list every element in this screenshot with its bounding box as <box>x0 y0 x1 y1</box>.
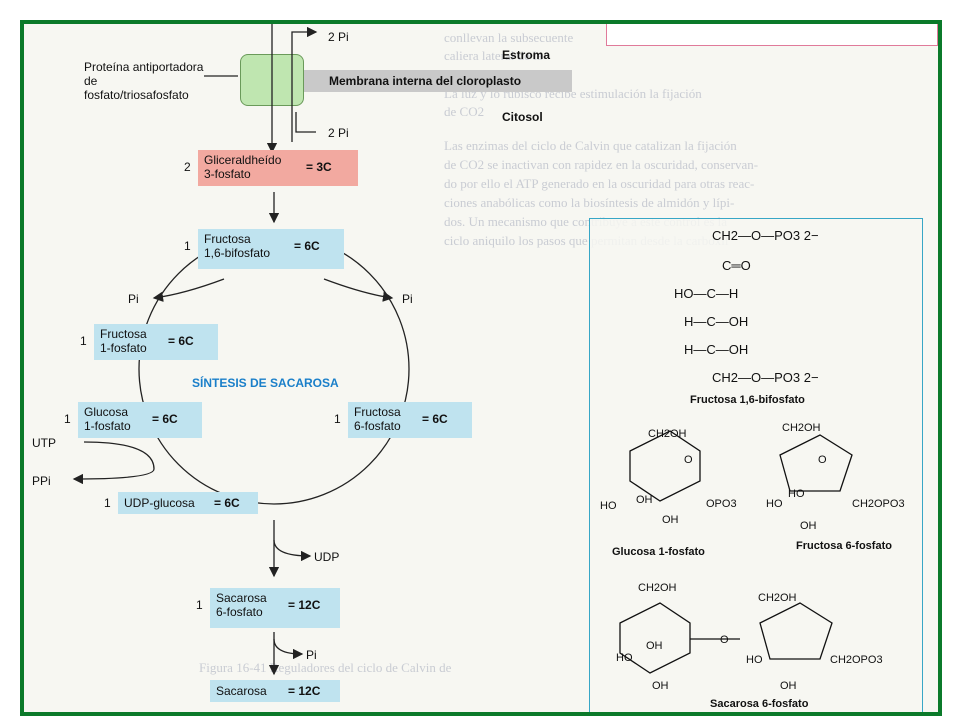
background-text-1: conllevan la subsecuente <box>444 30 574 45</box>
svg-text:CH2OH: CH2OH <box>648 428 687 440</box>
s6p-count: 1 <box>196 598 203 612</box>
fbp-carbons: = 6C <box>294 239 320 253</box>
pi-left-label: Pi <box>128 292 139 306</box>
svg-text:OH: OH <box>800 520 817 532</box>
background-text-8: de CO2 se inactivan con rapidez en la os… <box>444 157 759 172</box>
svg-text:HO: HO <box>766 498 783 510</box>
background-text-2: caliera lateral de la <box>444 48 543 63</box>
ppi-label: PPi <box>32 474 51 488</box>
s6p-structure-label: Sacarosa 6-fosfato <box>710 698 809 710</box>
g3p-carbons: = 3C <box>306 160 332 174</box>
udp-label: UDP <box>314 550 340 564</box>
g1p-structure-label: Glucosa 1-fosfato <box>612 546 705 558</box>
svg-text:CH2OH: CH2OH <box>638 582 677 594</box>
inner-membrane-label: Membrana interna del cloroplasto <box>329 74 522 88</box>
membrane-band <box>264 70 572 92</box>
sucrose-name: Sacarosa <box>216 684 267 698</box>
background-text-7: Las enzimas del ciclo de Calvin que cata… <box>444 138 737 153</box>
structures-panel: CH2—O—PO3 2− C═O HO—C—H H—C—OH H—C—OH CH… <box>589 218 923 712</box>
fbp-structure-line-1: CH2—O—PO3 2− <box>712 228 819 243</box>
fbp-structure-line-3: HO—C—H <box>674 286 739 301</box>
background-text-9: do por ello el ATP generado en la oscuri… <box>444 176 755 191</box>
svg-text:OH: OH <box>652 680 669 692</box>
svg-text:OPO3: OPO3 <box>706 498 737 510</box>
svg-text:HO: HO <box>788 488 805 500</box>
svg-text:OH: OH <box>646 640 663 652</box>
f1p-count: 1 <box>80 334 87 348</box>
svg-text:CH2OPO3: CH2OPO3 <box>852 498 905 510</box>
svg-text:O: O <box>684 454 693 466</box>
pi-bottom-label: 2 Pi <box>328 126 349 140</box>
sucrose-synthesis-title: SÍNTESIS DE SACAROSA <box>192 376 339 390</box>
svg-text:OH: OH <box>636 494 653 506</box>
svg-text:CH2OH: CH2OH <box>758 592 797 604</box>
pink-corner-box <box>606 24 938 46</box>
cytosol-label: Citosol <box>502 110 543 124</box>
udp-glucose-carbons: = 6C <box>214 496 240 510</box>
f6p-structure-label: Fructosa 6-fosfato <box>796 540 892 552</box>
g3p-count: 2 <box>184 160 191 174</box>
svg-text:OH: OH <box>780 680 797 692</box>
fbp-count: 1 <box>184 239 191 253</box>
sucrose-box: Sacarosa = 12C <box>210 680 340 702</box>
f1p-carbons: = 6C <box>168 334 194 348</box>
svg-text:OH: OH <box>662 514 679 526</box>
svg-text:HO: HO <box>600 500 617 512</box>
udp-glucose-name: UDP-glucosa <box>124 496 195 510</box>
figure-frame: conllevan la subsecuente caliera lateral… <box>20 20 942 716</box>
g1p-carbons: = 6C <box>152 412 178 426</box>
udp-glucose-box: 1 UDP-glucosa = 6C <box>104 492 258 514</box>
pi-final-label: Pi <box>306 648 317 662</box>
background-text-10: ciones anabólicas como la biosíntesis de… <box>444 195 735 210</box>
svg-text:O: O <box>818 454 827 466</box>
utp-label: UTP <box>32 436 56 450</box>
svg-text:CH2OPO3: CH2OPO3 <box>830 654 883 666</box>
fbp-structure-line-5: H—C—OH <box>684 342 749 357</box>
fbp-structure-line-2: C═O <box>722 258 751 273</box>
stroma-label: Estroma <box>502 48 551 62</box>
pi-top-label: 2 Pi <box>328 30 349 44</box>
fbp-structure-line-4: H—C—OH <box>684 314 749 329</box>
background-text-6: de CO2 <box>444 104 485 119</box>
svg-text:O: O <box>720 634 729 646</box>
f6p-count: 1 <box>334 412 341 426</box>
svg-text:CH2OH: CH2OH <box>782 422 821 434</box>
fbp-structure-label: Fructosa 1,6-bifosfato <box>690 394 805 406</box>
fbp-structure-line-6: CH2—O—PO3 2− <box>712 370 819 385</box>
g1p-count: 1 <box>64 412 71 426</box>
background-text-12: Figura 16-41 Reguladores del ciclo de Ca… <box>199 660 452 675</box>
antiporter-label: Proteína antiportadora de fosfato/triosa… <box>84 60 204 102</box>
pi-right-label: Pi <box>402 292 413 306</box>
sucrose-carbons: = 12C <box>288 684 321 698</box>
svg-text:HO: HO <box>616 652 633 664</box>
s6p-carbons: = 12C <box>288 598 321 612</box>
f6p-carbons: = 6C <box>422 412 448 426</box>
svg-text:HO: HO <box>746 654 763 666</box>
udp-glucose-count: 1 <box>104 496 111 510</box>
